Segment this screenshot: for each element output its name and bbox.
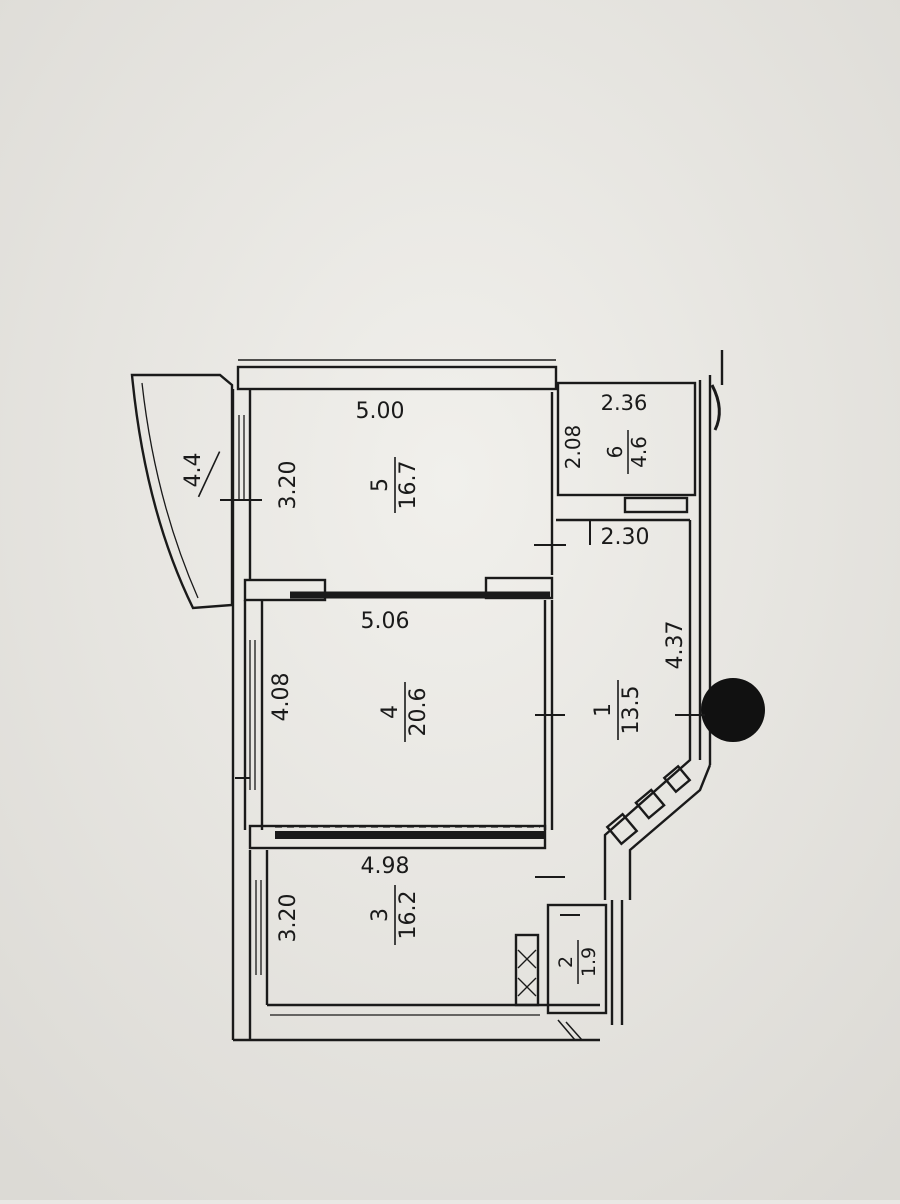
shaft-circle — [701, 678, 765, 742]
room5-area: 16.7 — [396, 461, 421, 510]
room2-outline — [546, 903, 608, 1015]
room6-number: 6 — [603, 446, 627, 459]
balcony-label: 4.4 — [181, 451, 221, 498]
room2-area: 1.9 — [578, 947, 600, 977]
room5-label: 5 16.7 — [368, 457, 421, 513]
top-wall — [236, 365, 558, 391]
room5-number: 5 — [368, 478, 393, 492]
room3-number: 3 — [368, 908, 393, 922]
room4-number: 4 — [378, 705, 403, 719]
room2-label: 2 1.9 — [555, 940, 600, 984]
room4-label: 4 20.6 — [378, 682, 431, 742]
room5-depth: 3.20 — [276, 461, 301, 510]
room1-depth: 4.37 — [663, 621, 688, 670]
room6-area: 4.6 — [627, 436, 651, 468]
room6-label: 6 4.6 — [603, 430, 651, 474]
room6-depth: 2.08 — [561, 425, 585, 470]
room5-width: 5.00 — [356, 399, 405, 424]
room3-width: 4.98 — [361, 854, 410, 879]
dimension-ticks — [220, 499, 705, 916]
room3-label: 3 16.2 — [368, 885, 421, 945]
room1-label: 1 13.5 — [591, 680, 644, 740]
room4-width: 5.06 — [361, 609, 410, 634]
room2-number: 2 — [555, 956, 577, 968]
room1-width: 2.30 — [601, 525, 650, 550]
room6-outline — [556, 381, 697, 497]
room4-depth: 4.08 — [269, 673, 294, 722]
room3-depth: 3.20 — [276, 894, 301, 943]
room1-number: 1 — [591, 703, 616, 717]
room3-area: 16.2 — [396, 891, 421, 940]
balcony-outline — [130, 373, 234, 610]
balcony-area: 4.4 — [181, 453, 206, 488]
room1-area: 13.5 — [619, 686, 644, 735]
room6-width: 2.36 — [601, 391, 648, 415]
room4-area: 20.6 — [406, 688, 431, 737]
